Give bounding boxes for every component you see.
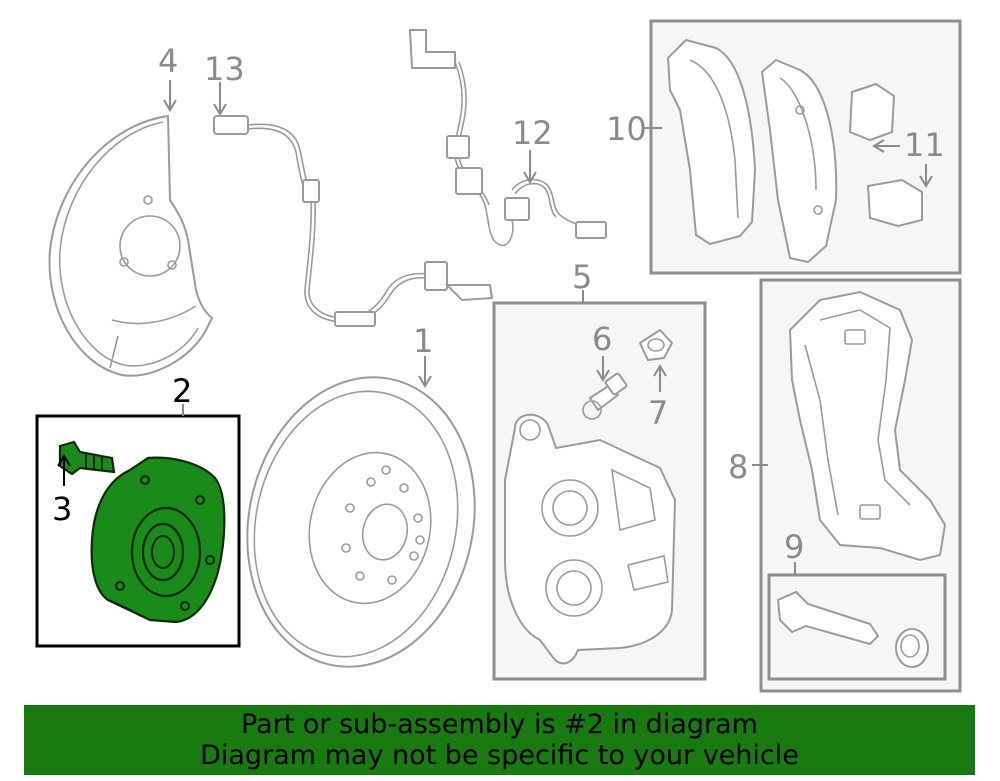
callout-11: 11 <box>904 126 945 164</box>
guide-pin <box>776 590 929 668</box>
callout-3: 3 <box>52 490 72 528</box>
callout-2: 2 <box>172 372 192 410</box>
pad-clips <box>848 82 923 228</box>
callout-6: 6 <box>592 320 612 358</box>
callout-10: 10 <box>606 110 647 148</box>
callout-13: 13 <box>204 50 245 88</box>
callout-1: 1 <box>413 322 433 360</box>
callout-8: 8 <box>728 448 748 486</box>
sensor-harness <box>408 29 607 247</box>
splash-shield <box>48 114 214 377</box>
callout-7: 7 <box>648 394 668 432</box>
caliper-bracket <box>788 290 947 562</box>
callout-4: 4 <box>158 42 178 80</box>
banner-line-2: Diagram may not be specific to your vehi… <box>200 740 799 771</box>
callout-5: 5 <box>572 258 592 296</box>
bleeder-cap <box>638 328 674 362</box>
hub-bearing-assembly <box>90 456 226 624</box>
bleeder-screw <box>582 372 628 420</box>
callout-9: 9 <box>784 528 804 566</box>
brake-pads <box>666 38 838 264</box>
leader-lines <box>57 80 933 575</box>
brake-rotor <box>246 376 476 668</box>
banner-line-1: Part or sub-assembly is #2 in diagram <box>241 709 758 740</box>
brake-caliper <box>504 413 677 665</box>
info-banner: Part or sub-assembly is #2 in diagram Di… <box>24 705 975 775</box>
wheel-speed-sensor <box>213 115 494 327</box>
callout-12: 12 <box>512 114 553 152</box>
